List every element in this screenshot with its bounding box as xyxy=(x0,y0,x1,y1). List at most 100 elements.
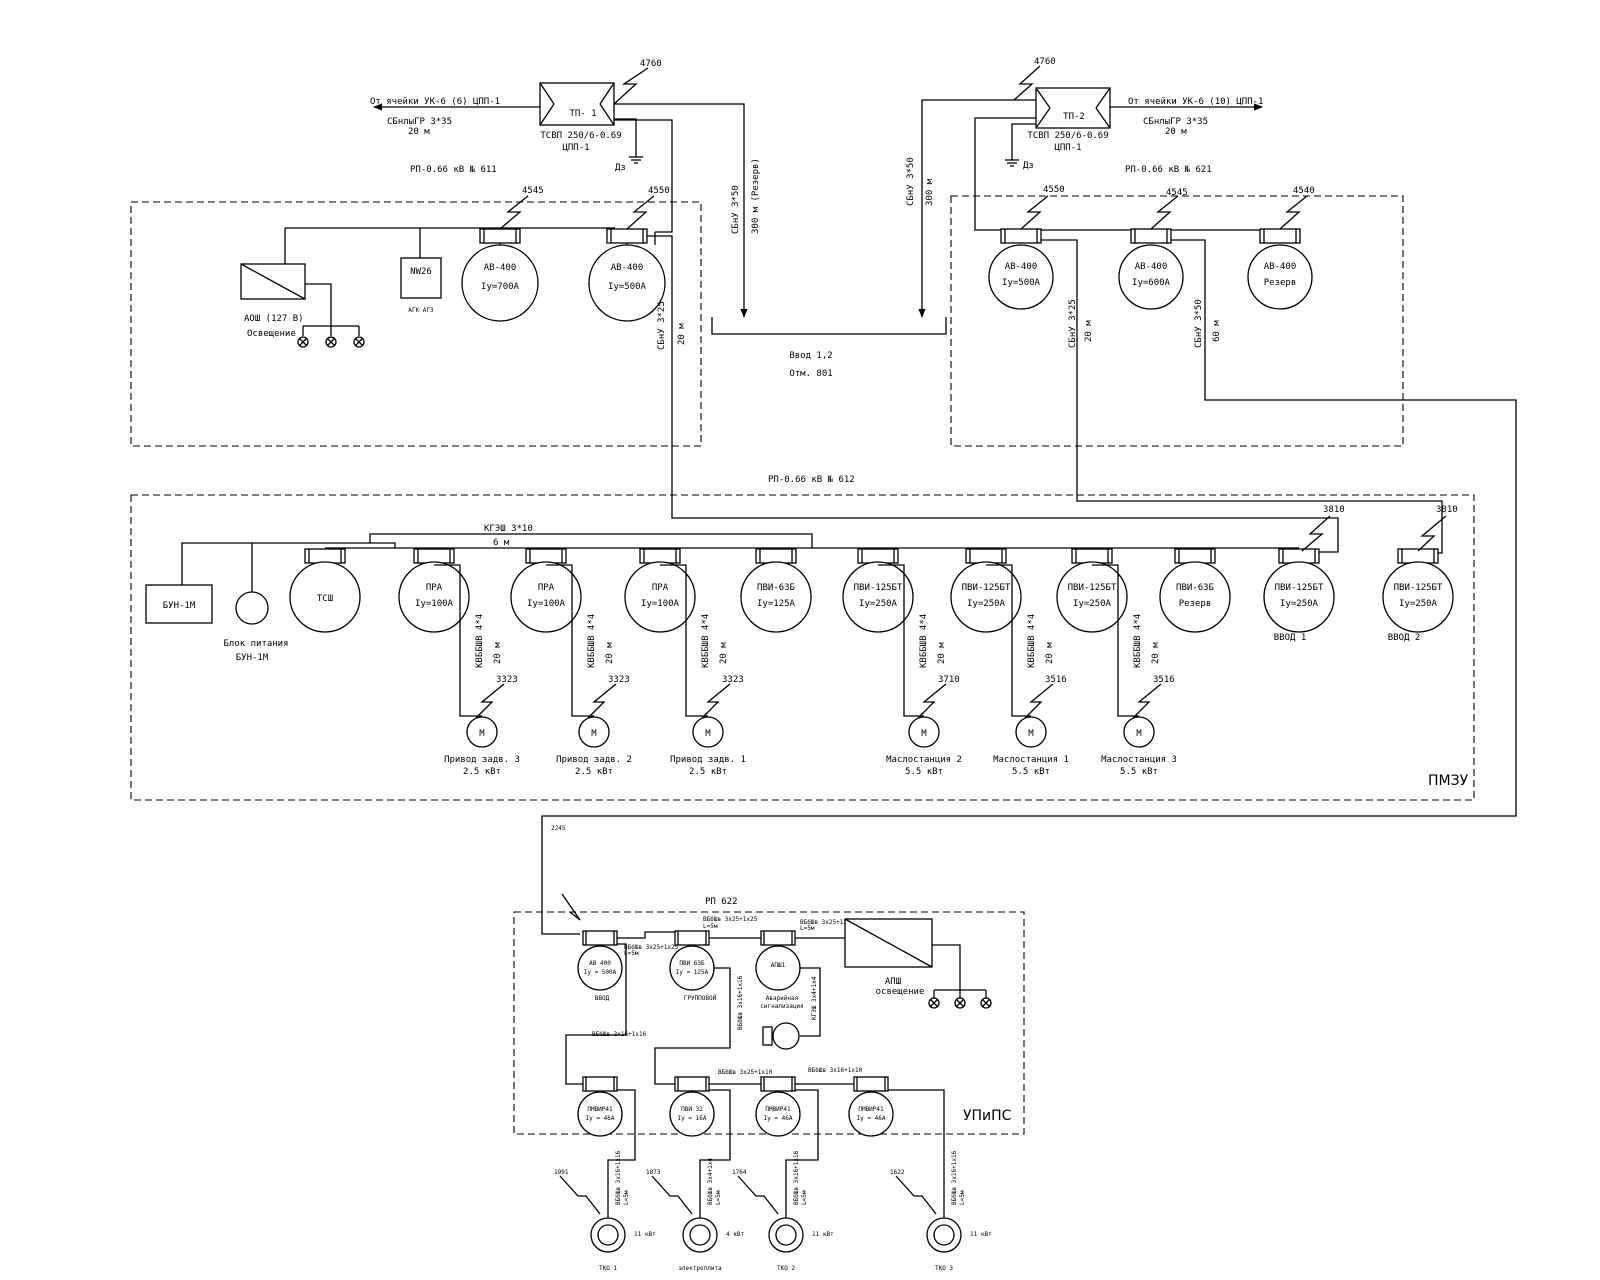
svg-text:20 м: 20 м xyxy=(1084,320,1094,342)
lamp-icon xyxy=(353,336,365,348)
cable-c1: СБнУ 3*50 xyxy=(731,185,741,234)
svg-text:11 кВт: 11 кВт xyxy=(634,1231,656,1238)
svg-text:КВББШВ 4*4: КВББШВ 4*4 xyxy=(1133,614,1143,668)
svg-text:Iу=500А: Iу=500А xyxy=(608,282,647,292)
svg-text:М: М xyxy=(705,729,711,739)
breaker-pra1 xyxy=(398,561,470,633)
lamp-icon xyxy=(325,336,337,348)
svg-text:2.5 кВт: 2.5 кВт xyxy=(575,767,613,777)
rp621-title: РП-0.66 кВ № 621 xyxy=(1125,165,1212,175)
transformer-tp2: ТП-2 xyxy=(1035,87,1111,129)
svg-text:ВВОД 1: ВВОД 1 xyxy=(1274,633,1307,643)
svg-text:Маслостанция 3: Маслостанция 3 xyxy=(1101,755,1177,765)
svg-text:1622: 1622 xyxy=(890,1169,905,1176)
svg-text:АВ 400: АВ 400 xyxy=(589,960,611,967)
svg-text:4545: 4545 xyxy=(1166,188,1188,198)
svg-text:СБнУ 3*25: СБнУ 3*25 xyxy=(657,301,667,350)
vvod-label: Ввод 1,2 xyxy=(789,351,832,361)
breaker-av400-2 xyxy=(588,244,666,322)
switch-icon xyxy=(304,548,346,564)
svg-text:3323: 3323 xyxy=(496,675,518,685)
svg-text:Iу = 16А: Iу = 16А xyxy=(678,1115,707,1122)
switch-icon xyxy=(1071,548,1113,564)
svg-text:ПМВИР41: ПМВИР41 xyxy=(858,1106,884,1113)
svg-text:АВ-400: АВ-400 xyxy=(484,263,517,273)
svg-text:М: М xyxy=(921,729,927,739)
svg-text:Маслостанция 1: Маслостанция 1 xyxy=(993,755,1069,765)
svg-text:60 м: 60 м xyxy=(1212,320,1222,342)
tp1-feed: От ячейки УК-6 (6) ЦПП-1 xyxy=(370,97,500,107)
svg-text:ВБбШв 3х25+1х25: ВБбШв 3х25+1х25 xyxy=(703,916,758,923)
svg-text:Iу=500А: Iу=500А xyxy=(1002,278,1041,288)
svg-text:Резерв: Резерв xyxy=(1264,278,1297,288)
svg-text:NW26: NW26 xyxy=(410,267,432,277)
svg-text:5.5 кВт: 5.5 кВт xyxy=(905,767,943,777)
breaker-pvi125c xyxy=(1056,561,1128,633)
breaker-pra3 xyxy=(624,561,696,633)
svg-text:L=5м: L=5м xyxy=(624,950,639,957)
fault-arrow-icon xyxy=(1024,683,1054,719)
svg-text:Iу = 500А: Iу = 500А xyxy=(584,969,617,976)
svg-text:20 м: 20 м xyxy=(719,642,729,664)
tp1-label: ТП- 1 xyxy=(569,109,596,119)
svg-text:ПМВИР41: ПМВИР41 xyxy=(587,1106,613,1113)
svg-text:3810: 3810 xyxy=(1436,505,1458,515)
svg-text:Iу = 125А: Iу = 125А xyxy=(676,969,709,976)
svg-text:ВБбШв 3х16+1х16: ВБбШв 3х16+1х16 xyxy=(737,975,744,1030)
fault-arrow-icon xyxy=(701,683,731,719)
svg-text:1873: 1873 xyxy=(646,1169,661,1176)
svg-text:КВББШВ 4*4: КВББШВ 4*4 xyxy=(919,614,929,668)
lamp-icon xyxy=(928,997,940,1009)
svg-text:ВБбШв 3х16+1х16: ВБбШв 3х16+1х16 xyxy=(592,1031,647,1038)
svg-text:ВВОД 2: ВВОД 2 xyxy=(1388,633,1421,643)
svg-text:11 кВт: 11 кВт xyxy=(812,1231,834,1238)
pmzu-label: ПМЗУ xyxy=(1428,773,1469,789)
motor-icon xyxy=(1123,716,1155,748)
tp2-cable: СБнлыГР 3*35 xyxy=(1143,117,1208,127)
svg-text:1764: 1764 xyxy=(732,1169,747,1176)
svg-text:КВББШВ 4*4: КВББШВ 4*4 xyxy=(701,614,711,668)
switch-icon xyxy=(1397,548,1439,564)
rp622-breaker-1 xyxy=(577,1091,623,1137)
rp622-pvi-breaker xyxy=(669,945,715,991)
svg-text:ГРУППОВОЙ: ГРУППОВОЙ xyxy=(684,995,717,1002)
bun-box xyxy=(145,584,213,624)
svg-text:ПВИ 63Б: ПВИ 63Б xyxy=(679,960,705,967)
fault-arrow-icon xyxy=(737,1175,779,1215)
svg-text:20 м: 20 м xyxy=(1151,642,1161,664)
svg-text:Iу=700А: Iу=700А xyxy=(481,282,520,292)
svg-text:Iу=100А: Iу=100А xyxy=(415,599,454,609)
svg-text:11 кВт: 11 кВт xyxy=(970,1231,992,1238)
svg-text:сигнализация: сигнализация xyxy=(760,1003,803,1010)
svg-text:ТКО 3: ТКО 3 xyxy=(935,1265,953,1272)
svg-text:КГЭШ 3х4+1х4: КГЭШ 3х4+1х4 xyxy=(811,976,818,1020)
svg-text:Iу=100А: Iу=100А xyxy=(527,599,566,609)
rp611-title: РП-0.66 кВ № 611 xyxy=(410,165,497,175)
svg-text:3323: 3323 xyxy=(722,675,744,685)
breaker-tsh xyxy=(289,561,361,633)
breaker-av400-5 xyxy=(1247,244,1313,310)
breaker-pvi125a xyxy=(842,561,914,633)
svg-text:ВВОД: ВВОД xyxy=(595,995,610,1002)
svg-text:L=5м: L=5м xyxy=(703,923,718,930)
svg-text:ПВИ-125БТ: ПВИ-125БТ xyxy=(1068,583,1117,593)
svg-text:АВ-400: АВ-400 xyxy=(1135,262,1168,272)
fault-arrow-icon xyxy=(559,1175,601,1215)
power-supply-icon xyxy=(235,591,269,625)
svg-text:ПРА: ПРА xyxy=(652,583,669,593)
svg-text:3323: 3323 xyxy=(608,675,630,685)
svg-text:20 м: 20 м xyxy=(677,323,687,345)
svg-text:КВББШВ 4*4: КВББШВ 4*4 xyxy=(475,614,485,668)
fault-arrow-icon xyxy=(587,683,617,719)
svg-text:Iу = 46А: Iу = 46А xyxy=(857,1115,886,1122)
rp622-breaker-2 xyxy=(669,1091,715,1137)
tp1-cable: СБнлыГР 3*35 xyxy=(387,117,452,127)
svg-text:2.5 кВт: 2.5 кВт xyxy=(463,767,501,777)
svg-text:Iу=250А: Iу=250А xyxy=(859,599,898,609)
breaker-pvi63r xyxy=(1159,561,1231,633)
svg-text:АВ-400: АВ-400 xyxy=(1264,262,1297,272)
motor-icon xyxy=(1015,716,1047,748)
svg-text:ПВИ-125БТ: ПВИ-125БТ xyxy=(1394,583,1443,593)
tp1-dz: Дз xyxy=(615,163,626,173)
